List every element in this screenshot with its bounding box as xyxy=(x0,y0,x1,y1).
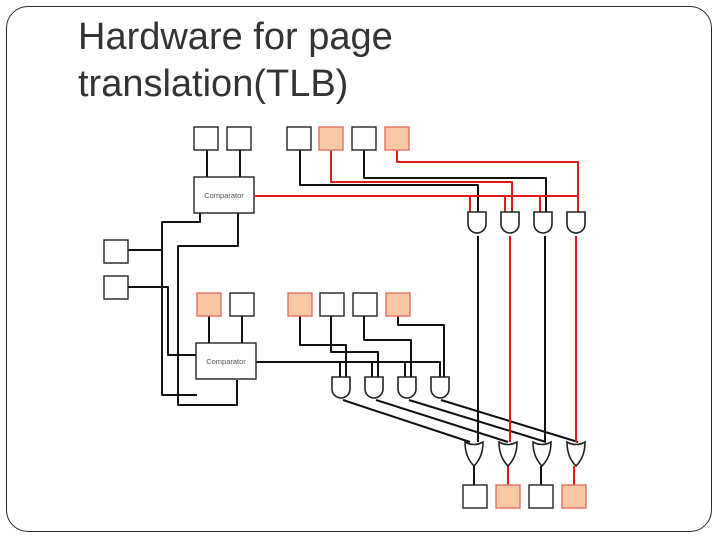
and-gate xyxy=(566,211,586,234)
page-bit-box xyxy=(351,126,377,151)
black-wires xyxy=(128,148,579,485)
and-gate xyxy=(364,376,384,399)
tag-box-highlighted xyxy=(196,292,222,317)
or-gate xyxy=(532,440,552,468)
output-box-highlighted xyxy=(561,484,587,509)
comparator-bottom-label: Comparator xyxy=(206,357,246,366)
page-bit-box xyxy=(286,126,312,151)
and-gate xyxy=(397,376,417,399)
or-gate xyxy=(464,440,484,468)
output-box-highlighted xyxy=(495,484,521,509)
and-gate xyxy=(331,376,351,399)
input-box xyxy=(103,275,129,300)
and-gate xyxy=(500,211,520,234)
page-bit-box-highlighted xyxy=(385,292,411,317)
page-bit-box-highlighted xyxy=(287,292,313,317)
title-line-1: Hardware for page xyxy=(78,16,393,58)
page-bit-box xyxy=(352,292,378,317)
and-gate xyxy=(533,211,553,234)
or-gate xyxy=(566,440,586,468)
comparator-top: Comparator xyxy=(193,176,255,214)
tag-box xyxy=(226,126,252,151)
comparator-bottom: Comparator xyxy=(195,342,257,380)
slide-title: Hardware for page translation(TLB) xyxy=(78,14,638,108)
comparator-top-label: Comparator xyxy=(204,191,244,200)
and-gate xyxy=(430,376,450,399)
page-bit-box xyxy=(319,292,345,317)
input-box xyxy=(103,239,129,264)
output-box xyxy=(528,484,554,509)
slide-frame xyxy=(6,6,712,532)
page-bit-box-highlighted xyxy=(384,126,410,151)
red-wires xyxy=(255,148,579,485)
page-bit-box-highlighted xyxy=(318,126,344,151)
or-gate xyxy=(498,440,518,468)
tag-box xyxy=(229,292,255,317)
title-line-2: translation(TLB) xyxy=(78,63,349,105)
tag-box xyxy=(193,126,219,151)
output-box xyxy=(462,484,488,509)
and-gate xyxy=(467,211,487,234)
